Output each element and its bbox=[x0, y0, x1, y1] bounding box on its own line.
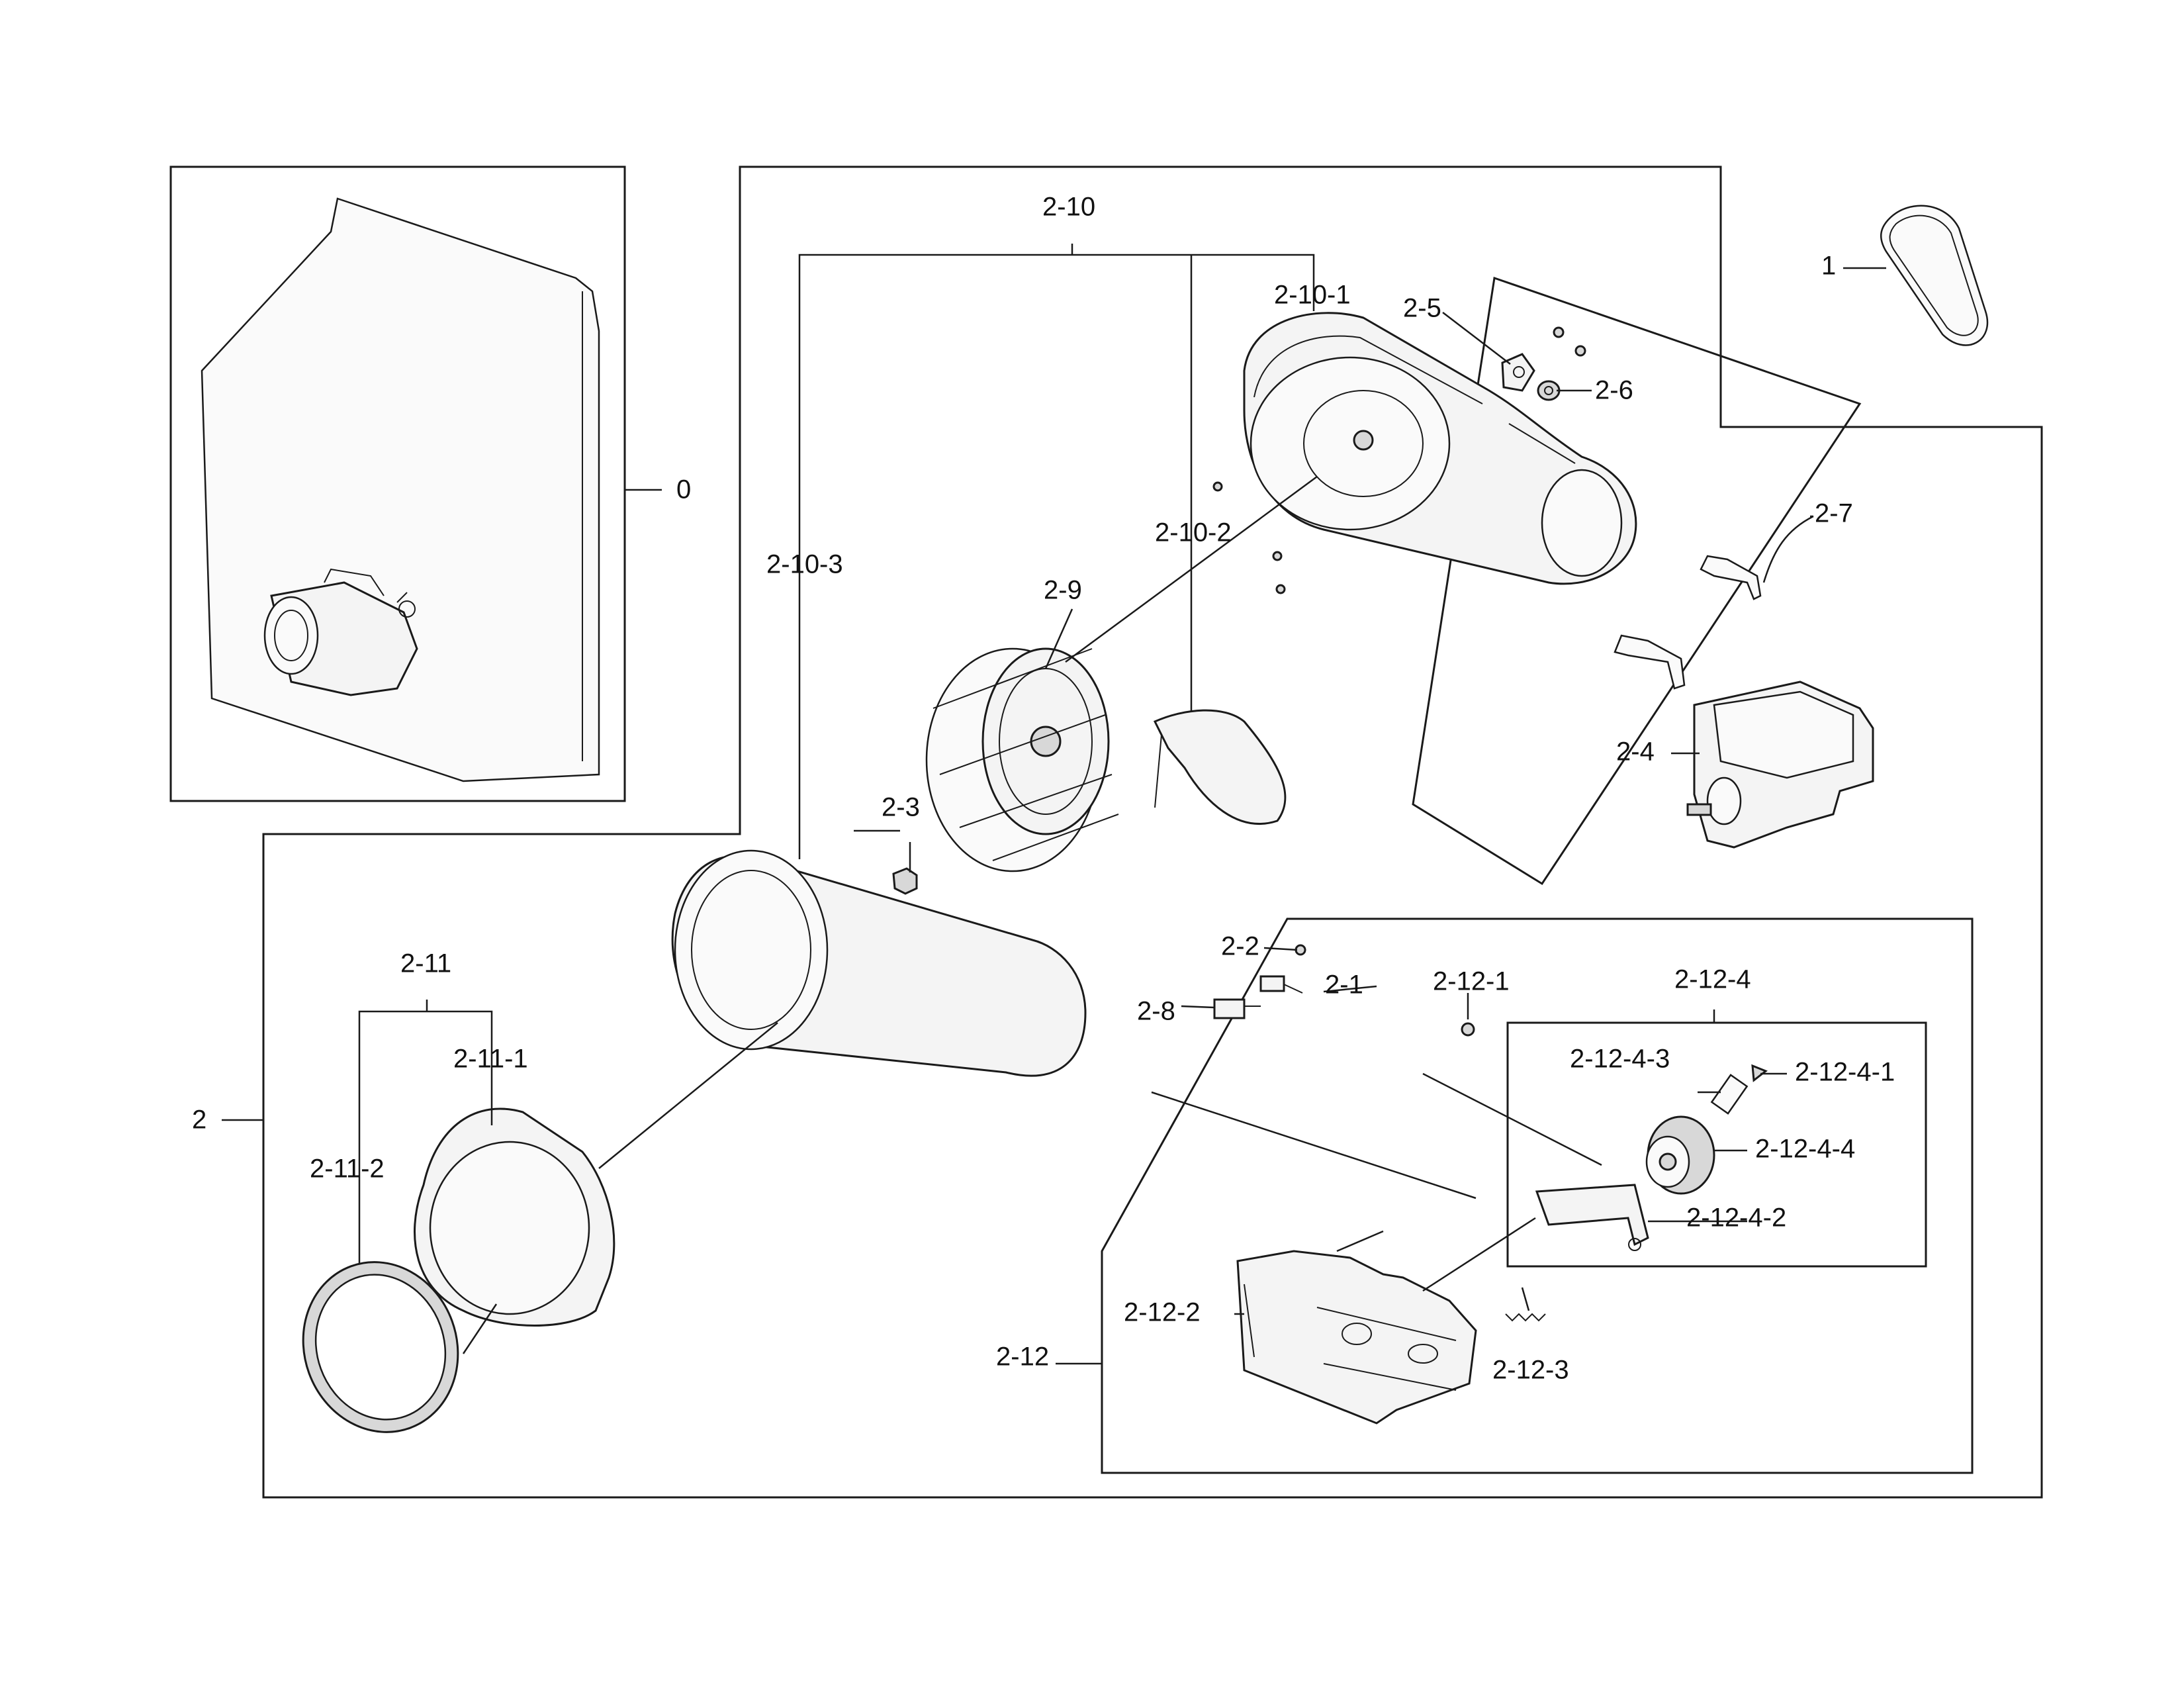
label-2-7: 2-7 bbox=[1815, 499, 1853, 528]
label-2-3: 2-3 bbox=[882, 793, 920, 822]
label-2-12-4-4: 2-12-4-4 bbox=[1755, 1135, 1855, 1164]
label-2-6: 2-6 bbox=[1595, 376, 1633, 405]
label-2-9: 2-9 bbox=[1044, 576, 1082, 605]
switch-part bbox=[1259, 975, 1303, 994]
idler-arm-part bbox=[1535, 1184, 1649, 1251]
label-2-12-2: 2-12-2 bbox=[1124, 1298, 1201, 1327]
label-2-5: 2-5 bbox=[1403, 294, 1441, 323]
air-duct-part bbox=[1153, 709, 1287, 825]
seal-ring-part bbox=[302, 1261, 459, 1433]
label-2-1: 2-1 bbox=[1325, 970, 1363, 1000]
label-2: 2 bbox=[192, 1105, 206, 1135]
small-pulley-part bbox=[1537, 380, 1561, 401]
label-1: 1 bbox=[1821, 252, 1836, 281]
label-2-12-4: 2-12-4 bbox=[1674, 965, 1751, 994]
label-2-12-3: 2-12-3 bbox=[1492, 1356, 1569, 1385]
housing-screws-part bbox=[1212, 326, 1586, 594]
idler-pulley-part bbox=[1645, 1115, 1715, 1195]
label-2-2: 2-2 bbox=[1221, 932, 1259, 961]
label-2-12-1: 2-12-1 bbox=[1433, 967, 1510, 996]
bracket-screw-part bbox=[1461, 1022, 1475, 1037]
assembly-0-frame bbox=[169, 165, 626, 802]
label-2-12-4-3: 2-12-4-3 bbox=[1570, 1045, 1670, 1074]
label-2-10-1: 2-10-1 bbox=[1274, 281, 1351, 310]
motor-base-bracket-part bbox=[1236, 1250, 1477, 1425]
leader-lines bbox=[222, 267, 1886, 1365]
bracket-2-11 bbox=[358, 1000, 493, 1274]
label-2-11: 2-11 bbox=[400, 949, 451, 978]
bracket-2-10 bbox=[798, 244, 1315, 859]
blower-assembly-thumbnail bbox=[263, 568, 418, 696]
label-2-12: 2-12 bbox=[996, 1342, 1049, 1372]
rear-blower-housing-part bbox=[1243, 312, 1637, 585]
label-2-10-3: 2-10-3 bbox=[766, 550, 843, 579]
cabinet-outline-part bbox=[201, 197, 600, 782]
label-2-4: 2-4 bbox=[1616, 737, 1655, 767]
motor-group-frame bbox=[1412, 276, 1862, 886]
label-2-11-2: 2-11-2 bbox=[310, 1154, 385, 1184]
blower-wheel-part bbox=[925, 647, 1119, 872]
idler-shaft-part bbox=[1710, 1074, 1749, 1115]
label-2-8: 2-8 bbox=[1137, 997, 1175, 1026]
idler-group-2-12-4-frame bbox=[1506, 1021, 1927, 1268]
label-0: 0 bbox=[676, 475, 691, 504]
label-2-12-4-2: 2-12-4-2 bbox=[1686, 1203, 1786, 1233]
blower-nut-part bbox=[892, 867, 918, 895]
front-plate-part bbox=[414, 1107, 615, 1327]
motor-mount-bracket-part bbox=[1501, 353, 1535, 392]
idler-spring-retainer-part bbox=[1751, 1064, 1768, 1082]
label-2-12-4-1: 2-12-4-1 bbox=[1795, 1058, 1895, 1087]
label-2-11-1: 2-11-1 bbox=[453, 1045, 528, 1074]
motor-clamp-parts bbox=[1614, 555, 1762, 690]
switch-screw-part bbox=[1295, 944, 1306, 956]
front-blower-housing-part bbox=[671, 849, 1087, 1077]
label-2-10: 2-10 bbox=[1042, 193, 1095, 222]
assembly-2-frame bbox=[262, 165, 2043, 1499]
drive-belt-part bbox=[1880, 205, 1989, 346]
drive-motor-part bbox=[1686, 680, 1874, 849]
label-2-10-2: 2-10-2 bbox=[1155, 518, 1232, 547]
tension-spring-part bbox=[1505, 1313, 1546, 1322]
bracket-group-2-12-frame bbox=[1101, 917, 1974, 1474]
sensor-part bbox=[1213, 998, 1261, 1019]
